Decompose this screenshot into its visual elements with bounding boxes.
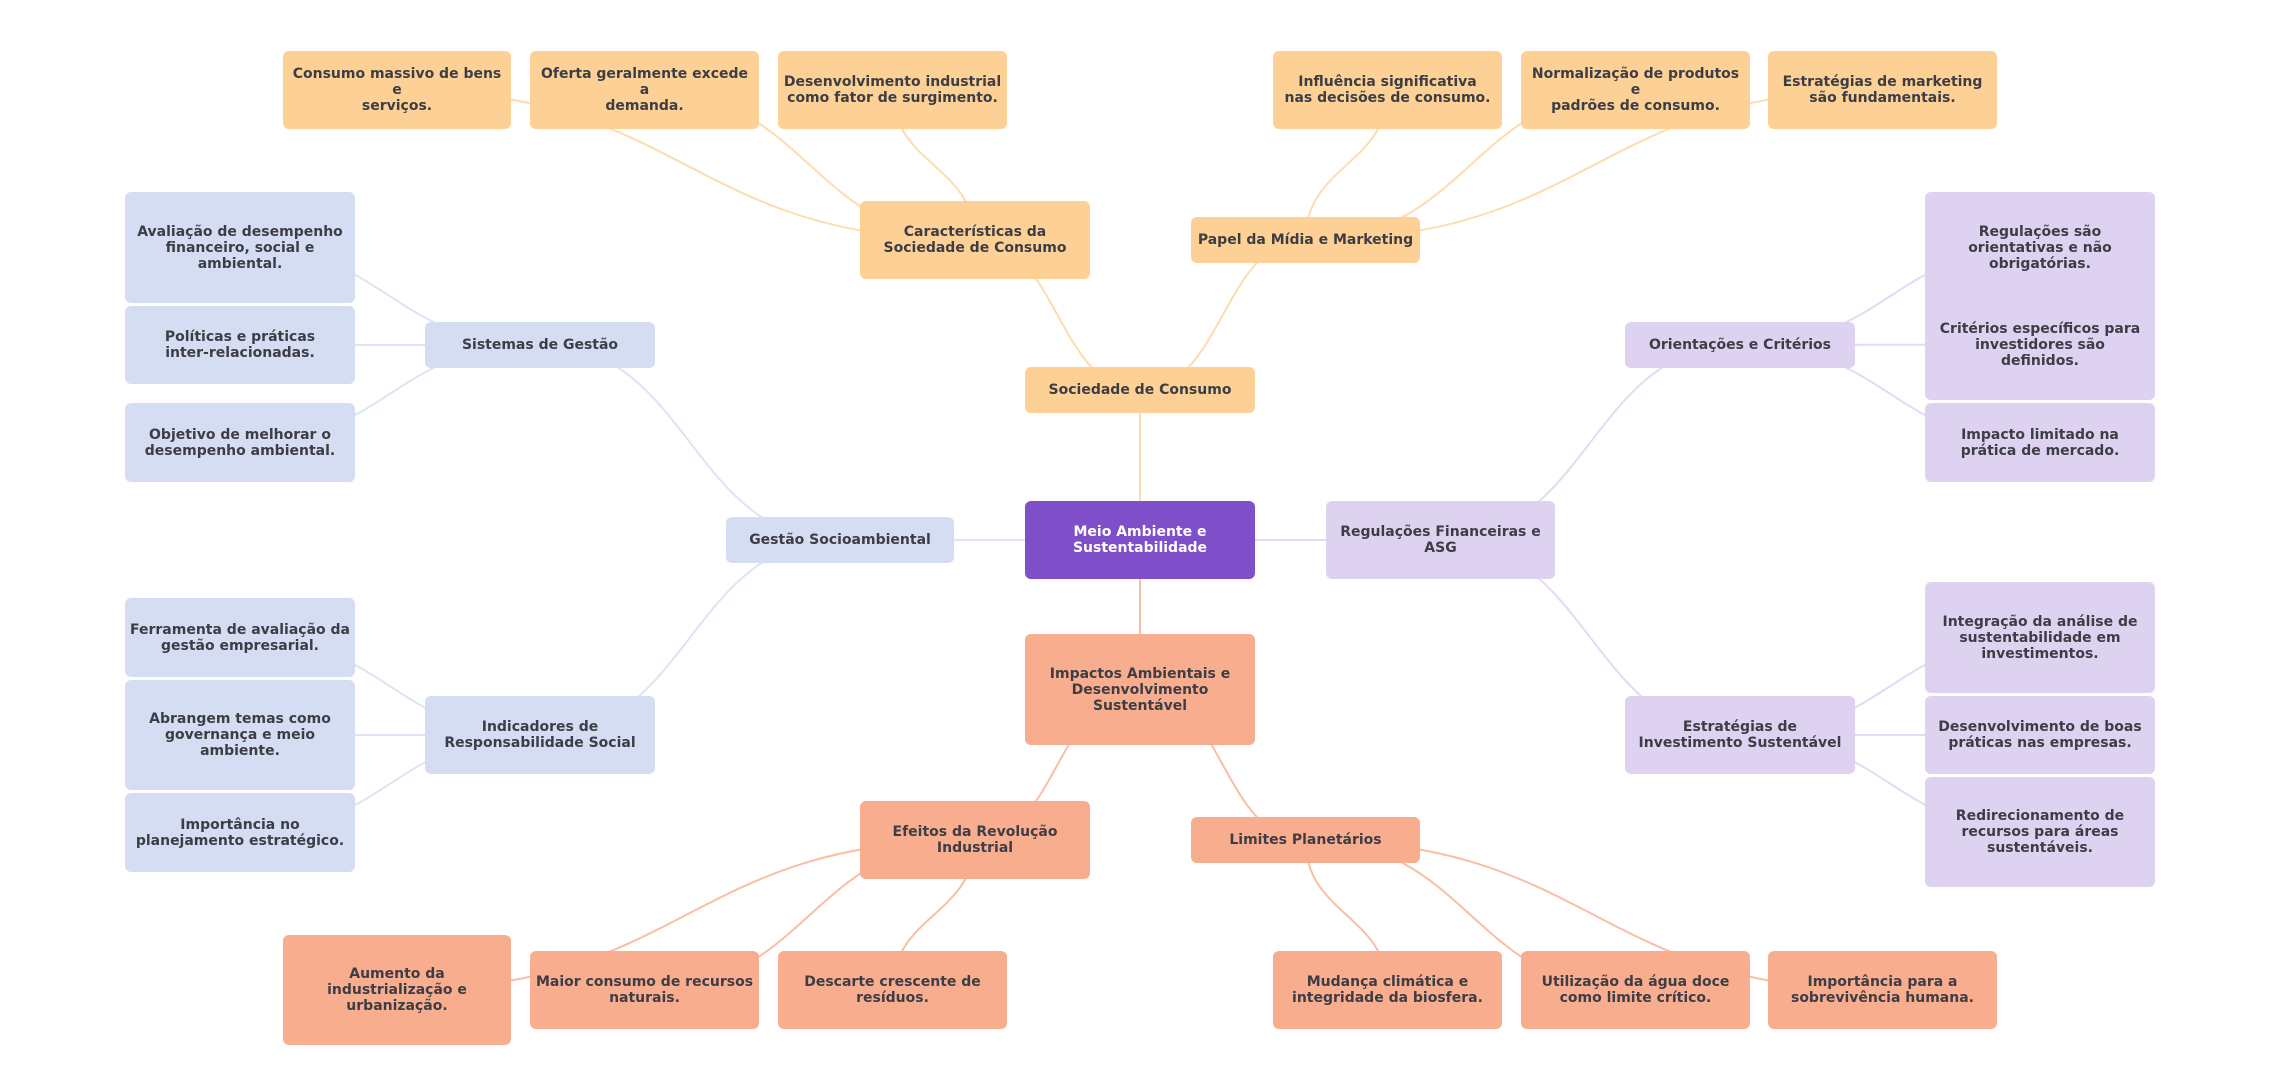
node-orient[interactable]: Orientações e Critérios: [1625, 322, 1855, 368]
node-agua[interactable]: Utilização da água doce como limite crít…: [1521, 951, 1750, 1029]
node-label: Desenvolvimento industrial como fator de…: [783, 74, 1002, 106]
node-efeitos[interactable]: Efeitos da Revolução Industrial: [860, 801, 1090, 879]
node-abrang[interactable]: Abrangem temas como governança e meio am…: [125, 680, 355, 790]
node-label: Regulações Financeiras e ASG: [1340, 524, 1541, 556]
node-estinv[interactable]: Estratégias de Investimento Sustentável: [1625, 696, 1855, 774]
node-influ[interactable]: Influência significativa nas decisões de…: [1273, 51, 1502, 129]
node-aumento[interactable]: Aumento da industrialização e urbanizaçã…: [283, 935, 511, 1045]
node-label: Regulações são orientativas e não obriga…: [1968, 223, 2112, 272]
node-label: Papel da Mídia e Marketing: [1197, 232, 1414, 248]
node-label: Desenvolvimento de boas práticas nas emp…: [1938, 719, 2142, 751]
root-node[interactable]: Meio Ambiente e Sustentabilidade: [1025, 501, 1255, 579]
node-label: Orientações e Critérios: [1648, 337, 1831, 353]
node-label: Aumento da industrialização e urbanizaçã…: [327, 966, 467, 1014]
node-label: Sistemas de Gestão: [461, 337, 619, 353]
node-label: Integração da análise de sustentabilidad…: [1942, 613, 2138, 662]
node-desboas[interactable]: Desenvolvimento de boas práticas nas emp…: [1925, 696, 2155, 774]
node-label: Mudança climática e integridade da biosf…: [1292, 974, 1483, 1006]
node-label: Impacto limitado na prática de mercado.: [1960, 426, 2120, 459]
node-normal[interactable]: Normalização de produtos e padrões de co…: [1521, 51, 1750, 129]
node-label: Utilização da água doce como limite crít…: [1541, 974, 1730, 1006]
node-label: Influência significativa nas decisões de…: [1284, 74, 1491, 106]
node-estmkt[interactable]: Estratégias de marketing são fundamentai…: [1768, 51, 1997, 129]
node-label: Importância no planejamento estratégico.: [135, 816, 345, 849]
node-label: Maior consumo de recursos naturais.: [535, 974, 754, 1006]
node-label: Indicadores de Responsabilidade Social: [444, 719, 636, 751]
node-label: Normalização de produtos e padrões de co…: [1531, 66, 1740, 114]
node-papel[interactable]: Papel da Mídia e Marketing: [1191, 217, 1420, 263]
node-label: Importância para a sobrevivência humana.: [1790, 974, 1974, 1006]
node-carac[interactable]: Características da Sociedade de Consumo: [860, 201, 1090, 279]
node-impact[interactable]: Impactos Ambientais e Desenvolvimento Su…: [1025, 634, 1255, 745]
node-regfin[interactable]: Regulações Financeiras e ASG: [1326, 501, 1555, 579]
node-limites[interactable]: Limites Planetários: [1191, 817, 1420, 863]
node-sist[interactable]: Sistemas de Gestão: [425, 322, 655, 368]
node-consumo[interactable]: Consumo massivo de bens e serviços.: [283, 51, 511, 129]
node-label: Efeitos da Revolução Industrial: [892, 824, 1058, 856]
node-integ[interactable]: Integração da análise de sustentabilidad…: [1925, 582, 2155, 693]
node-label: Impactos Ambientais e Desenvolvimento Su…: [1049, 665, 1231, 714]
node-label: Estratégias de marketing são fundamentai…: [1782, 74, 1983, 106]
node-label: Características da Sociedade de Consumo: [883, 224, 1067, 256]
node-regsao[interactable]: Regulações são orientativas e não obriga…: [1925, 192, 2155, 303]
node-label: Descarte crescente de resíduos.: [804, 974, 981, 1006]
node-gestao[interactable]: Gestão Socioambiental: [726, 517, 954, 563]
node-maior[interactable]: Maior consumo de recursos naturais.: [530, 951, 759, 1029]
node-label: Estratégias de Investimento Sustentável: [1638, 719, 1842, 751]
edge-gestao-sist: [539, 344, 841, 541]
node-descarte[interactable]: Descarte crescente de resíduos.: [778, 951, 1007, 1029]
node-indic[interactable]: Indicadores de Responsabilidade Social: [425, 696, 655, 774]
node-polit[interactable]: Políticas e práticas inter-relacionadas.: [125, 306, 355, 384]
node-ferr[interactable]: Ferramenta de avaliação da gestão empres…: [125, 598, 355, 677]
node-label: Consumo massivo de bens e serviços.: [292, 66, 502, 114]
node-label: Avaliação de desempenho financeiro, soci…: [137, 223, 343, 272]
node-mudanca[interactable]: Mudança climática e integridade da biosf…: [1273, 951, 1502, 1029]
node-label: Sociedade de Consumo: [1048, 382, 1232, 398]
node-label: Gestão Socioambiental: [749, 532, 931, 548]
node-redir[interactable]: Redirecionamento de recursos para áreas …: [1925, 777, 2155, 887]
node-aval[interactable]: Avaliação de desempenho financeiro, soci…: [125, 192, 355, 303]
node-label: Limites Planetários: [1229, 832, 1382, 848]
node-crit[interactable]: Critérios específicos para investidores …: [1925, 289, 2155, 400]
node-label: Meio Ambiente e Sustentabilidade: [1072, 524, 1208, 556]
node-label: Objetivo de melhorar o desempenho ambien…: [144, 426, 336, 459]
node-soc[interactable]: Sociedade de Consumo: [1025, 367, 1255, 413]
node-sobrev[interactable]: Importância para a sobrevivência humana.: [1768, 951, 1997, 1029]
node-objet[interactable]: Objetivo de melhorar o desempenho ambien…: [125, 403, 355, 482]
node-label: Abrangem temas como governança e meio am…: [149, 711, 331, 759]
node-label: Oferta geralmente excede a demanda.: [540, 66, 749, 114]
node-label: Ferramenta de avaliação da gestão empres…: [130, 621, 350, 654]
node-label: Redirecionamento de recursos para áreas …: [1955, 808, 2125, 856]
node-impplan[interactable]: Importância no planejamento estratégico.: [125, 793, 355, 872]
node-label: Políticas e práticas inter-relacionadas.: [164, 329, 316, 361]
node-oferta[interactable]: Oferta geralmente excede a demanda.: [530, 51, 759, 129]
node-implim[interactable]: Impacto limitado na prática de mercado.: [1925, 403, 2155, 482]
node-desind[interactable]: Desenvolvimento industrial como fator de…: [778, 51, 1007, 129]
node-label: Critérios específicos para investidores …: [1939, 320, 2141, 369]
